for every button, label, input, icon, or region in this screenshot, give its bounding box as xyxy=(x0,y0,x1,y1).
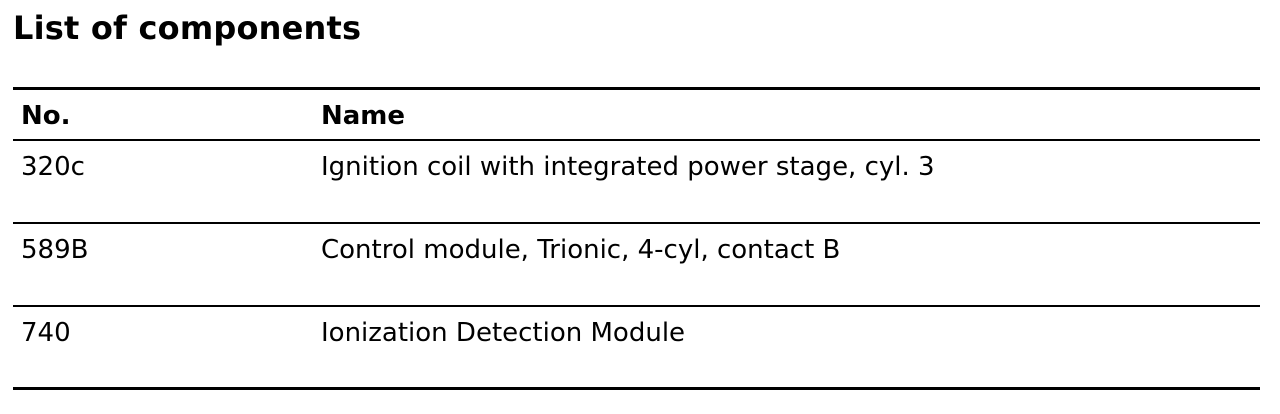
component-number: 740 xyxy=(13,305,313,390)
page-title: List of components xyxy=(13,9,362,47)
component-name: Ionization Detection Module xyxy=(313,305,1260,390)
table-row: 589B Control module, Trionic, 4-cyl, con… xyxy=(13,222,1260,307)
table-row: 320c Ignition coil with integrated power… xyxy=(13,139,1260,224)
column-header-no: No. xyxy=(13,88,313,141)
components-table: No. Name 320c Ignition coil with integra… xyxy=(13,87,1260,390)
component-number: 589B xyxy=(13,222,313,307)
column-header-name: Name xyxy=(313,88,1260,141)
table-row: 740 Ionization Detection Module xyxy=(13,305,1260,390)
component-name: Control module, Trionic, 4-cyl, contact … xyxy=(313,222,1260,307)
table-header-row: No. Name xyxy=(13,88,1260,141)
component-name: Ignition coil with integrated power stag… xyxy=(313,139,1260,224)
component-number: 320c xyxy=(13,139,313,224)
